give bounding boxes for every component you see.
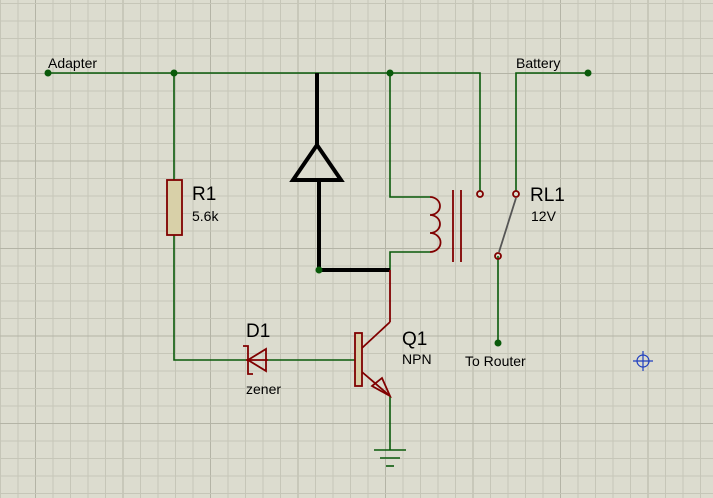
d1-value-label: zener	[246, 381, 281, 397]
q1-base-bar	[354, 332, 363, 387]
d1-zener-diode[interactable]: D1 zener	[243, 321, 281, 397]
ground-symbol	[374, 449, 406, 467]
coil-top-wire[interactable]	[389, 73, 430, 198]
rl1-relay[interactable]: RL1 12V	[429, 185, 565, 262]
junction-dot	[315, 266, 323, 274]
net-labels: Adapter Battery To Router	[48, 55, 560, 369]
r1-resistor[interactable]: R1 5.6k	[166, 179, 219, 236]
rl1-contact-left	[476, 190, 484, 198]
rl1-contact-common	[494, 252, 502, 260]
r1-value-label: 5.6k	[192, 208, 219, 224]
coil-bottom-wire[interactable]	[389, 251, 430, 270]
adapter-rail-wire[interactable]	[48, 72, 481, 191]
origin-marker-icon[interactable]	[633, 351, 653, 371]
rl1-coil	[429, 196, 442, 253]
battery-terminal[interactable]	[584, 69, 592, 77]
q1-value-label: NPN	[402, 351, 432, 367]
battery-net-label: Battery	[516, 55, 560, 71]
r1-body	[166, 179, 183, 236]
adapter-net-label: Adapter	[48, 55, 97, 71]
wires	[48, 72, 588, 450]
d1-triangle	[246, 347, 267, 373]
d1-ref-label: D1	[246, 321, 270, 342]
rl1-ref-label: RL1	[530, 185, 565, 206]
junction-dot	[386, 69, 394, 77]
q1-ref-label: Q1	[402, 329, 427, 350]
rl1-switch-arm	[498, 197, 517, 253]
rl1-contact-right	[512, 190, 520, 198]
junction-dot	[170, 69, 178, 77]
router-net-label: To Router	[465, 353, 526, 369]
junctions	[44, 69, 592, 347]
r1-bottom-wire[interactable]	[173, 235, 246, 361]
q1-transistor[interactable]: Q1 NPN	[354, 270, 432, 399]
router-terminal[interactable]	[494, 339, 502, 347]
q1-emitter-arrow	[370, 376, 392, 399]
r1-ref-label: R1	[192, 184, 216, 205]
adapter-terminal[interactable]	[44, 69, 52, 77]
rl1-value-label: 12V	[531, 208, 557, 224]
battery-wire[interactable]	[515, 72, 588, 191]
q1-emitter-lead	[361, 371, 391, 397]
d1-cathode-bar	[243, 345, 253, 375]
q1-collector-lead	[361, 321, 391, 349]
